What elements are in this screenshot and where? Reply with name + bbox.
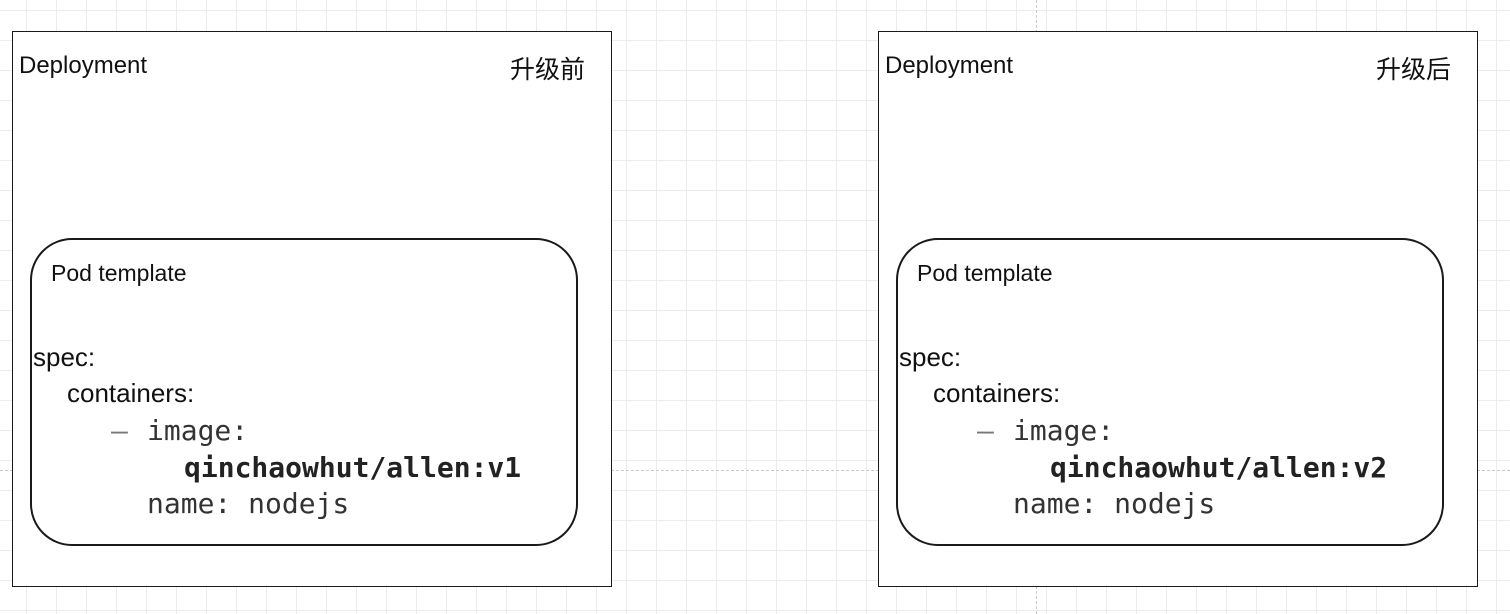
yaml-name: name: nodejs (1013, 487, 1216, 520)
yaml-containers: containers: (67, 378, 195, 408)
yaml-list-dash: – (977, 414, 994, 447)
pod-template-title: Pod template (51, 260, 187, 286)
yaml-image-value: qinchaowhut/allen:v1 (184, 451, 522, 484)
pod-template-box: Pod template (896, 238, 1444, 546)
yaml-containers: containers: (933, 378, 1061, 408)
pod-template-box: Pod template (30, 238, 578, 546)
yaml-image-value: qinchaowhut/allen:v2 (1050, 451, 1388, 484)
deployment-after: Deployment 升级后 Pod template spec: contai… (878, 31, 1478, 587)
yaml-name: name: nodejs (147, 487, 350, 520)
yaml-list-dash: – (111, 414, 128, 447)
pod-template-title: Pod template (917, 260, 1053, 286)
deployment-title: Deployment (885, 52, 1014, 79)
yaml-image-key: image: (1013, 414, 1115, 447)
horizontal-guide-line (0, 470, 1510, 471)
deployment-title: Deployment (19, 52, 148, 79)
yaml-spec: spec: (33, 342, 96, 372)
yaml-image-key: image: (147, 414, 249, 447)
deployment-before: Deployment 升级前 Pod template spec: contai… (12, 31, 612, 587)
yaml-spec: spec: (899, 342, 962, 372)
state-label: 升级后 (1375, 55, 1451, 84)
state-label: 升级前 (509, 55, 585, 84)
